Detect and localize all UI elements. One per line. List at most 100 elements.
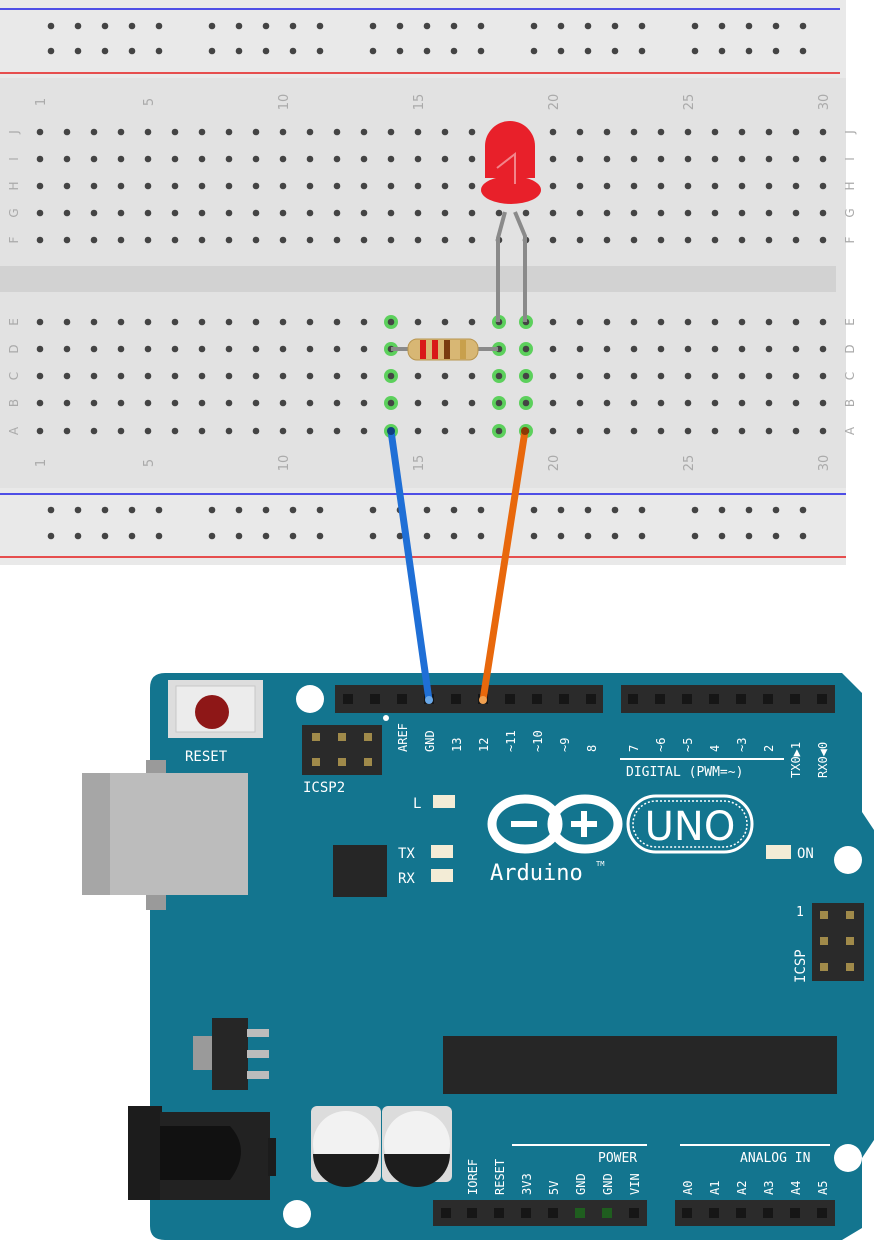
breadboard-hole <box>603 399 611 407</box>
usb-interface-chip <box>333 845 387 897</box>
breadboard-hole <box>63 399 71 407</box>
power-pin-label: 3V3 <box>520 1173 534 1195</box>
power-rail-hole <box>772 506 780 514</box>
header-socket <box>790 1208 800 1218</box>
breadboard-hole <box>279 236 287 244</box>
breadboard-hole <box>279 427 287 435</box>
breadboard-hole <box>387 399 395 407</box>
breadboard-hole <box>198 209 206 217</box>
digital-pin-label: 4 <box>708 745 722 752</box>
breadboard-hole <box>252 128 260 136</box>
breadboard-hole <box>441 128 449 136</box>
led-l-label: L <box>413 796 421 812</box>
voltage-regulator <box>193 1018 269 1090</box>
breadboard-hole <box>198 128 206 136</box>
breadboard-hole <box>684 399 692 407</box>
power-rail-hole <box>557 532 565 540</box>
resistor-bands <box>420 340 466 359</box>
power-rail-hole <box>611 47 619 55</box>
power-rail-hole <box>638 506 646 514</box>
logo-right-loop <box>547 794 623 854</box>
header-socket <box>548 1208 558 1218</box>
reset-label: RESET <box>185 749 228 765</box>
top-power-rail <box>0 0 846 78</box>
breadboard-hole <box>468 128 476 136</box>
digital-pin-label: ~6 <box>654 738 668 752</box>
breadboard-hole <box>684 318 692 326</box>
column-number-label: 5 <box>142 459 157 467</box>
resistor[interactable] <box>391 338 498 361</box>
breadboard-hole <box>198 236 206 244</box>
power-rail-hole <box>262 47 270 55</box>
breadboard-hole <box>765 372 773 380</box>
power-rail-hole <box>47 47 55 55</box>
power-rail-hole <box>316 47 324 55</box>
led-tx <box>431 845 453 858</box>
breadboard-hole <box>36 318 44 326</box>
breadboard-hole <box>414 182 422 190</box>
breadboard-hole <box>468 182 476 190</box>
breadboard-hole <box>144 372 152 380</box>
breadboard-hole <box>225 399 233 407</box>
header-pin <box>820 937 828 945</box>
breadboard-hole <box>738 372 746 380</box>
breadboard-hole <box>576 372 584 380</box>
breadboard-hole <box>360 236 368 244</box>
breadboard-hole <box>225 236 233 244</box>
breadboard-hole <box>360 155 368 163</box>
power-rail-hole <box>316 506 324 514</box>
power-rail-hole <box>155 532 163 540</box>
breadboard-hole <box>792 155 800 163</box>
breadboard-hole <box>765 345 773 353</box>
breadboard-hole <box>549 427 557 435</box>
breadboard-hole <box>414 209 422 217</box>
breadboard-hole <box>144 399 152 407</box>
breadboard-hole <box>576 345 584 353</box>
breadboard-hole <box>225 318 233 326</box>
reset-button-cap[interactable] <box>195 695 229 729</box>
breadboard-hole <box>333 427 341 435</box>
column-number-label: 25 <box>682 94 697 111</box>
breadboard-hole <box>630 128 638 136</box>
breadboard-hole <box>252 318 260 326</box>
power-rail-hole <box>423 47 431 55</box>
breadboard-hole <box>117 372 125 380</box>
led-tx-label: TX <box>398 846 415 862</box>
power-rail-hole <box>718 22 726 30</box>
breadboard-hole <box>144 155 152 163</box>
uno-badge-dots <box>632 800 748 848</box>
row-letter-label: H <box>843 181 857 190</box>
header-socket <box>655 694 665 704</box>
breadboard-hole <box>684 128 692 136</box>
breadboard-hole <box>360 182 368 190</box>
breadboard-hole <box>468 209 476 217</box>
header-socket <box>575 1208 585 1218</box>
minus-icon <box>511 821 537 827</box>
column-number-label: 20 <box>547 94 562 111</box>
breadboard-hole <box>657 372 665 380</box>
breadboard-hole <box>90 182 98 190</box>
pin1-marker <box>383 715 389 721</box>
breadboard-hole <box>765 182 773 190</box>
wire-pin12[interactable] <box>479 427 529 704</box>
reset-button[interactable] <box>168 680 263 738</box>
row-letter-label: C <box>7 372 21 380</box>
board-outline <box>150 673 874 1240</box>
led[interactable] <box>481 121 541 322</box>
power-rail-hole <box>745 532 753 540</box>
breadboard-hole <box>63 209 71 217</box>
row-letter-label: H <box>7 181 21 190</box>
power-rail-hole <box>47 532 55 540</box>
row-letter-label: I <box>843 157 857 161</box>
wire-gnd[interactable] <box>387 427 433 704</box>
breadboard-hole <box>576 155 584 163</box>
led-rim <box>481 176 541 204</box>
power-rail-hole <box>584 532 592 540</box>
breadboard-hole <box>576 236 584 244</box>
header-pin <box>364 758 372 766</box>
header-socket <box>736 694 746 704</box>
breadboard-hole <box>684 345 692 353</box>
